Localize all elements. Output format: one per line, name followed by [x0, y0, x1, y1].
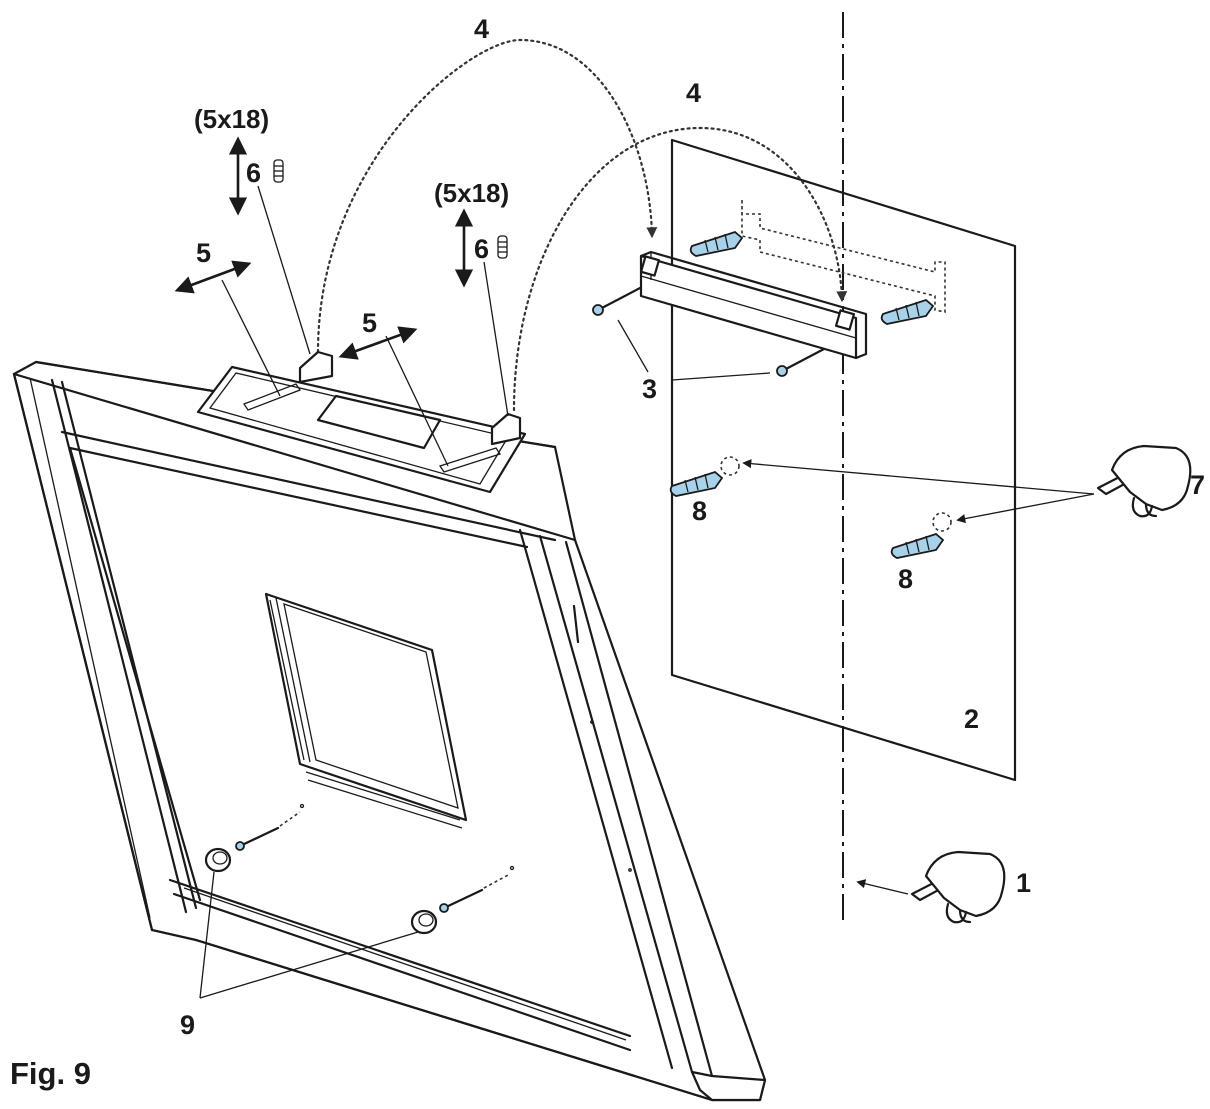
cover-cap-right — [410, 909, 438, 935]
callout-6-right: 6 — [474, 234, 489, 264]
wall-plug-lower-left — [669, 456, 740, 497]
cover-cap-left — [204, 847, 232, 873]
adjust-arrow-vertical-right — [454, 208, 509, 417]
wall-plug-upper-left — [689, 230, 744, 257]
callout-8-right: 8 — [898, 564, 913, 594]
hand-pencil-icon-axis — [856, 850, 1006, 924]
screw-size-label-right: (5x18) — [434, 178, 509, 208]
callout-4-left: 4 — [474, 14, 489, 44]
adjust-arrow-vertical-left — [228, 136, 311, 355]
screw-size-label-left: (5x18) — [194, 104, 269, 134]
callout-9: 9 — [180, 1010, 195, 1040]
callout-8-left: 8 — [692, 496, 707, 526]
front-screw-right — [439, 873, 511, 913]
wall-plug-lower-right — [890, 512, 952, 559]
wall-plug-upper-right — [880, 298, 935, 325]
transfer-arc-left — [316, 38, 658, 354]
wall-panel — [670, 138, 1017, 782]
bracket-screw-right — [776, 347, 826, 377]
wall-bracket — [639, 250, 868, 360]
bracket-screw-left — [592, 286, 642, 316]
leader-lines-9 — [199, 871, 419, 999]
callout-4-right: 4 — [686, 78, 701, 108]
spring-icon-left — [273, 159, 284, 183]
spring-icon-right — [497, 235, 508, 259]
callout-5-left: 5 — [196, 238, 211, 268]
cooker-hood — [12, 350, 767, 1102]
callout-5-right: 5 — [362, 308, 377, 338]
callout-3: 3 — [642, 374, 657, 404]
bracket-position-outline — [741, 200, 946, 313]
hand-pencil-icon — [1096, 444, 1192, 518]
callout-7: 7 — [1190, 470, 1205, 500]
callout-6-left: 6 — [246, 158, 261, 188]
callout-2: 2 — [964, 704, 979, 734]
leader-lines-3 — [617, 319, 771, 381]
mark-hole-arrows — [742, 459, 1095, 524]
transfer-arc-right — [512, 126, 848, 412]
figure-caption: Fig. 9 — [10, 1056, 91, 1091]
adjust-arrow-right — [338, 326, 449, 467]
adjust-arrow-left — [174, 260, 281, 397]
callout-1: 1 — [1016, 868, 1031, 898]
front-screw-left — [235, 811, 301, 851]
